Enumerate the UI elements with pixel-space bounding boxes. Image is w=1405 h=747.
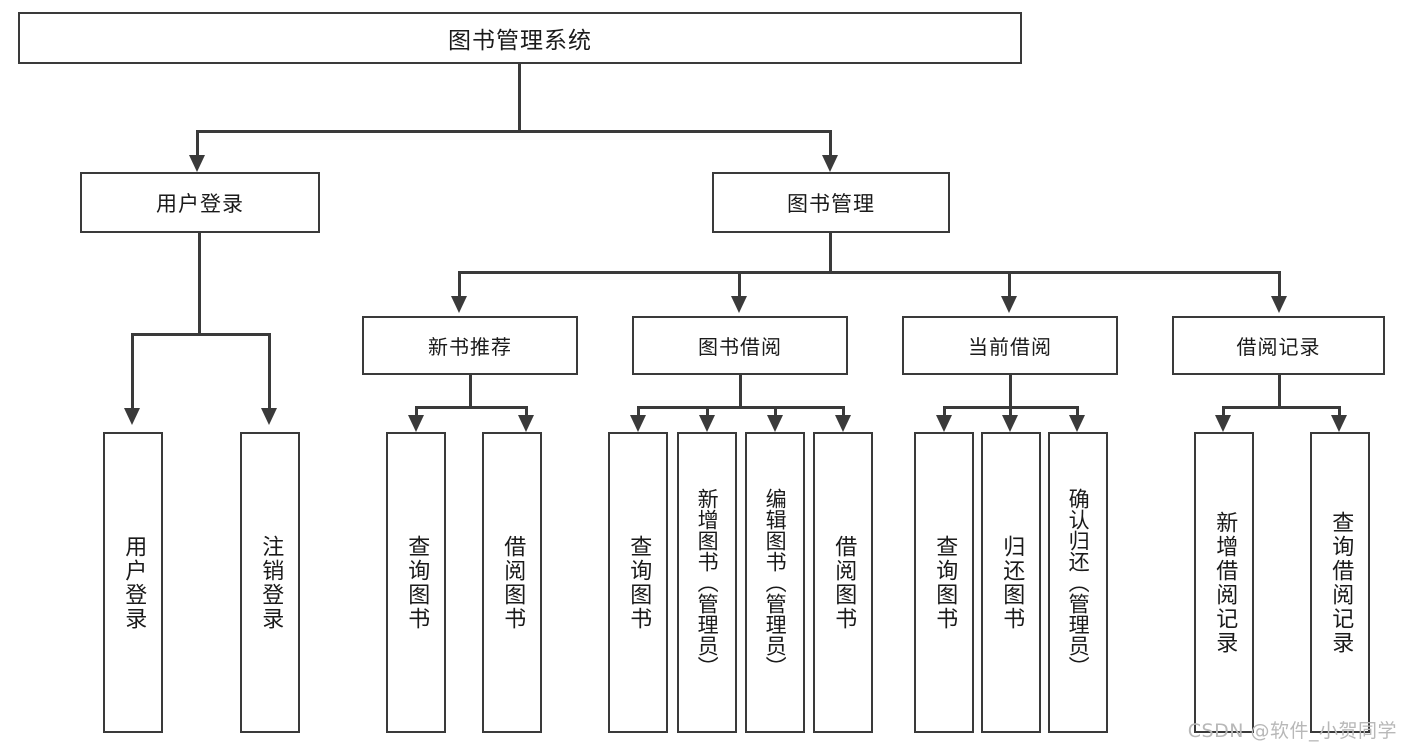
leaf-label: 查询图书: [404, 534, 430, 631]
leaf-label: 查询图书: [626, 534, 652, 631]
leaf-logout[interactable]: 注销登录: [240, 432, 300, 733]
leaf-query-book-borrow[interactable]: 查询图书: [608, 432, 668, 733]
arrow-to-query-book-3: [936, 415, 952, 432]
connector-bookborrow-drop-4: [842, 406, 845, 418]
connector-borrowrecord-drop-1: [1222, 406, 1225, 418]
connector-bookborrow-drop-3: [774, 406, 777, 418]
connector-bookborrow-drop-1: [637, 406, 640, 418]
leaf-borrow-book[interactable]: 借阅图书: [813, 432, 873, 733]
leaf-add-book[interactable]: 新增图书（管理员）: [677, 432, 737, 733]
leaf-label: 查询借阅记录: [1328, 510, 1354, 655]
leaf-return-book[interactable]: 归还图书: [981, 432, 1041, 733]
connector-bookmanage-stem: [829, 233, 832, 273]
connector-bookborrow-stem: [739, 375, 742, 408]
arrow-to-user-login-leaf: [124, 408, 140, 425]
connector-userlogin-drop-1: [131, 333, 134, 411]
node-label: 当前借阅: [968, 335, 1052, 359]
watermark-text: CSDN @软件_小贺同学: [1187, 720, 1397, 742]
node-label: 新书推荐: [428, 335, 512, 359]
connector-root-stem: [518, 64, 521, 132]
connector-currentborrow-drop-2: [1009, 406, 1012, 418]
arrow-to-query-book-1: [408, 415, 424, 432]
connector-bookmanage-drop-3: [1008, 271, 1011, 299]
node-label: 图书借阅: [698, 335, 782, 359]
leaf-edit-book[interactable]: 编辑图书（管理员）: [745, 432, 805, 733]
connector-recommend-drop-2: [525, 406, 528, 418]
leaf-query-borrow-record[interactable]: 查询借阅记录: [1310, 432, 1370, 733]
connector-bookmanage-drop-2: [738, 271, 741, 299]
arrow-to-logout-leaf: [261, 408, 277, 425]
node-borrow-record[interactable]: 借阅记录: [1172, 316, 1385, 375]
node-user-login[interactable]: 用户登录: [80, 172, 320, 233]
connector-userlogin-stem: [198, 233, 201, 335]
arrow-to-borrow-record: [1271, 296, 1287, 313]
node-new-book-recommend[interactable]: 新书推荐: [362, 316, 578, 375]
node-current-borrow[interactable]: 当前借阅: [902, 316, 1118, 375]
leaf-borrow-book-recommend[interactable]: 借阅图书: [482, 432, 542, 733]
connector-currentborrow-drop-3: [1076, 406, 1079, 418]
arrow-to-confirm-return: [1069, 415, 1085, 432]
node-book-borrow[interactable]: 图书借阅: [632, 316, 848, 375]
connector-bookmanage-drop-1: [458, 271, 461, 299]
connector-root-drop-right: [829, 130, 832, 158]
leaf-label: 确认归还（管理员）: [1066, 488, 1091, 677]
connector-borrowrecord-stem: [1278, 375, 1281, 408]
leaf-label: 借阅图书: [500, 534, 526, 631]
node-book-manage[interactable]: 图书管理: [712, 172, 950, 233]
arrow-to-borrow-book-1: [518, 415, 534, 432]
leaf-label: 借阅图书: [831, 534, 857, 631]
arrow-to-current-borrow: [1001, 296, 1017, 313]
arrow-to-query-borrow-record: [1331, 415, 1347, 432]
node-label: 图书管理: [787, 191, 875, 216]
arrow-to-edit-book: [767, 415, 783, 432]
connector-recommend-bus: [415, 406, 528, 409]
leaf-label: 注销登录: [258, 534, 284, 631]
connector-root-drop-left: [196, 130, 199, 158]
leaf-label: 编辑图书（管理员）: [763, 488, 788, 677]
arrow-to-book-manage: [822, 155, 838, 172]
leaf-user-login[interactable]: 用户登录: [103, 432, 163, 733]
arrow-to-add-book: [699, 415, 715, 432]
leaf-label: 用户登录: [121, 534, 147, 631]
leaf-label: 新增借阅记录: [1212, 510, 1238, 655]
arrow-to-user-login: [189, 155, 205, 172]
arrow-to-return-book: [1002, 415, 1018, 432]
node-label: 借阅记录: [1236, 335, 1321, 359]
connector-recommend-drop-1: [415, 406, 418, 418]
node-label: 用户登录: [156, 191, 244, 216]
arrow-to-add-borrow-record: [1215, 415, 1231, 432]
connector-userlogin-bus: [131, 333, 271, 336]
connector-root-bus: [196, 130, 832, 133]
node-label: 图书管理系统: [448, 28, 592, 54]
arrow-to-borrow-book-2: [835, 415, 851, 432]
leaf-label: 查询图书: [932, 534, 958, 631]
connector-currentborrow-drop-1: [943, 406, 946, 418]
leaf-query-book-recommend[interactable]: 查询图书: [386, 432, 446, 733]
leaf-label: 新增图书（管理员）: [695, 488, 720, 677]
connector-borrowrecord-drop-2: [1338, 406, 1341, 418]
leaf-query-book-current[interactable]: 查询图书: [914, 432, 974, 733]
connector-currentborrow-stem: [1009, 375, 1012, 408]
connector-bookmanage-bus: [458, 271, 1281, 274]
connector-bookborrow-bus: [637, 406, 845, 409]
connector-bookborrow-drop-2: [706, 406, 709, 418]
leaf-label: 归还图书: [999, 534, 1025, 631]
arrow-to-new-book-recommend: [451, 296, 467, 313]
connector-userlogin-drop-2: [268, 333, 271, 411]
arrow-to-book-borrow: [731, 296, 747, 313]
connector-borrowrecord-bus: [1222, 406, 1341, 409]
leaf-confirm-return[interactable]: 确认归还（管理员）: [1048, 432, 1108, 733]
connector-bookmanage-drop-4: [1278, 271, 1281, 299]
leaf-add-borrow-record[interactable]: 新增借阅记录: [1194, 432, 1254, 733]
arrow-to-query-book-2: [630, 415, 646, 432]
connector-recommend-stem: [469, 375, 472, 408]
node-root-system[interactable]: 图书管理系统: [18, 12, 1022, 64]
